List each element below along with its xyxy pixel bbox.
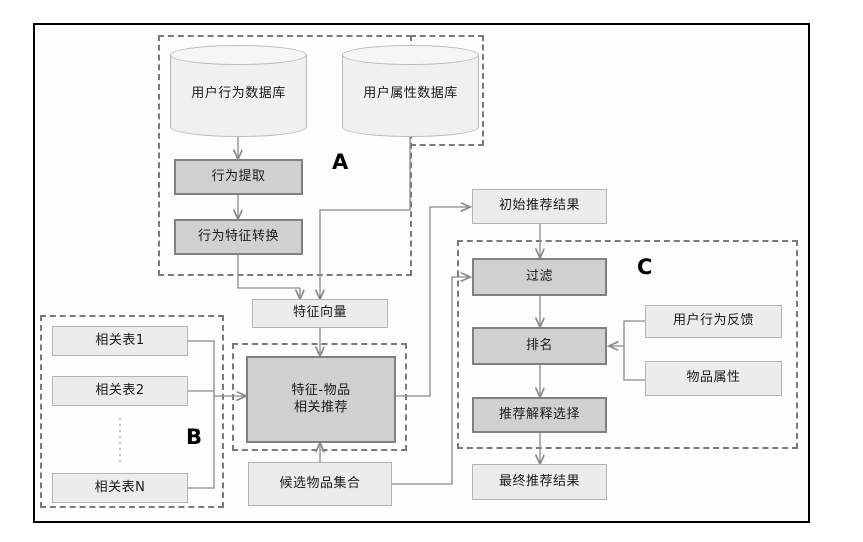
node-feature-vector: 特征向量	[252, 299, 388, 328]
node-label: 用户行为反馈	[672, 313, 754, 329]
cylinder-top	[342, 45, 479, 65]
node-label: 过滤	[525, 268, 553, 284]
node-label: 相关表2	[95, 382, 145, 398]
conn-candidate-to-filter	[392, 277, 470, 485]
region-b-label: B	[186, 425, 203, 449]
conn-transform-to-featurevector	[237, 255, 300, 289]
node-item-attribute: 物品属性	[645, 361, 782, 396]
conn-rtn-merge	[188, 396, 215, 489]
node-initial-recommendation-result: 初始推荐结果	[472, 189, 607, 224]
node-feature-item-correlated-recommendation: 特征-物品 相关推荐	[246, 356, 396, 443]
node-candidate-item-set: 候选物品集合	[248, 462, 392, 506]
node-label: 相关表N	[94, 479, 146, 495]
node-label: 物品属性	[686, 370, 741, 386]
node-label-line1: 特征-物品	[291, 383, 351, 399]
region-a-label: A	[332, 150, 349, 174]
node-label: 行为提取	[211, 168, 266, 184]
node-label: 相关表1	[95, 332, 145, 348]
region-c-label: C	[637, 255, 653, 279]
node-label: 特征-物品 相关推荐	[248, 383, 394, 416]
region-b-dashed-border	[40, 315, 224, 508]
node-behavior-extract: 行为提取	[174, 159, 303, 195]
node-user-behavior-feedback: 用户行为反馈	[645, 305, 782, 338]
cylinder-body	[342, 54, 479, 128]
node-label: 初始推荐结果	[498, 198, 580, 214]
node-final-recommendation-result: 最终推荐结果	[472, 464, 607, 500]
conn-rt1-merge	[188, 340, 215, 396]
node-related-table-2: 相关表2	[52, 376, 188, 406]
node-label: 候选物品集合	[279, 475, 361, 491]
node-ranking: 排名	[472, 327, 607, 365]
node-label: 用户属性数据库	[363, 85, 458, 101]
node-related-table-1: 相关表1	[52, 326, 188, 356]
node-recommendation-explanation-selection: 推荐解释选择	[472, 397, 607, 433]
node-behavior-feature-transform: 行为特征转换	[174, 219, 303, 255]
node-label-line2: 相关推荐	[293, 399, 348, 415]
cylinder-top	[170, 45, 307, 65]
node-label: 行为特征转换	[197, 228, 279, 244]
region-a-extension-dashed-border	[410, 35, 484, 146]
node-label: 用户行为数据库	[191, 85, 286, 101]
region-c-dashed-border	[457, 240, 798, 449]
node-user-behavior-database: 用户行为数据库	[170, 45, 307, 137]
node-label: 特征向量	[292, 305, 347, 321]
node-related-table-n: 相关表N	[52, 473, 188, 503]
conn-feedback-merge	[623, 320, 645, 346]
conn-rec-to-initial	[396, 207, 470, 397]
conn-attrdb-to-featurevector	[320, 130, 411, 299]
conn-itemattr-merge	[623, 346, 645, 381]
region-a-dashed-border	[158, 35, 412, 276]
node-user-attribute-database: 用户属性数据库	[342, 45, 479, 137]
ellipsis-vertical-icon	[119, 418, 121, 462]
node-label: 推荐解释选择	[498, 406, 580, 422]
cylinder-body	[170, 54, 307, 128]
node-label: 最终推荐结果	[498, 473, 580, 489]
node-label: 排名	[525, 337, 553, 353]
node-filter: 过滤	[472, 258, 607, 296]
